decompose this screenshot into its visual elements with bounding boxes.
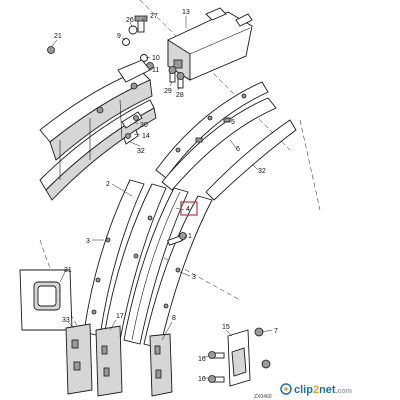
reference-line-right (299, 119, 321, 211)
curved-panel-3-outer (83, 179, 145, 337)
callout-11: 11 (152, 67, 159, 74)
washer-26 (128, 25, 138, 35)
svg-text:clip2net.com: clip2net.com (294, 384, 352, 396)
mount-bracket-15 (227, 329, 251, 387)
curved-panel-2 (103, 183, 167, 341)
callout-6: 6 (236, 146, 240, 153)
link-14 (123, 129, 139, 145)
callout-5: 5 (231, 119, 235, 126)
bolt-28 (176, 72, 185, 89)
link-30 (121, 111, 143, 129)
curved-guard-5 (155, 81, 269, 179)
callout-1: 1 (188, 233, 192, 240)
callout-17: 17 (116, 313, 124, 320)
curved-panel-4 (123, 187, 189, 345)
callout-32-upper: 32 (137, 148, 145, 155)
callout-15: 15 (222, 324, 230, 331)
callout-14: 14 (142, 133, 150, 140)
bolt-16 (208, 351, 225, 383)
bolt-27 (134, 15, 148, 33)
watermark-brand-left: clip (294, 384, 313, 396)
curved-guard-32 (205, 119, 297, 201)
callout-13: 13 (182, 9, 190, 16)
nut-7 (254, 327, 271, 369)
reference-line-lower (149, 249, 241, 301)
callout-8: 8 (172, 315, 176, 322)
lower-shield-17 (95, 325, 123, 397)
callout-31: 31 (64, 267, 72, 274)
callout-16-lower: 16 (198, 376, 206, 383)
drawing-code: ZX0460 (254, 394, 272, 400)
curved-panel-3-inner (143, 195, 213, 349)
watermark: clip2net.com (280, 383, 352, 396)
watermark-brand-right: net (319, 384, 336, 396)
callout-32-right: 32 (258, 168, 266, 175)
reference-line-upper (139, 0, 291, 151)
callout-33: 33 (62, 317, 70, 324)
bolt-1 (167, 232, 187, 246)
lower-shield-8 (149, 333, 173, 397)
side-panel-31 (19, 269, 73, 331)
upper-boom-arm (39, 59, 157, 201)
callout-10: 10 (152, 55, 160, 62)
callout-2: 2 (106, 181, 110, 188)
callout-7: 7 (274, 328, 278, 335)
watermark-logo-icon (280, 383, 292, 395)
watermark-brand-digit: 2 (313, 384, 319, 396)
callout-21: 21 (54, 33, 62, 40)
callout-3-right: 3 (192, 274, 196, 281)
callout-29: 29 (164, 88, 172, 95)
callout-9: 9 (117, 33, 121, 40)
callout-27: 27 (150, 13, 158, 20)
leader-lines (51, 16, 273, 379)
callout-26: 26 (126, 17, 134, 24)
watermark-brand-suffix: .com (336, 388, 352, 395)
callout-4: 4 (186, 206, 190, 213)
lower-shield-33 (65, 323, 93, 395)
nut-21 (47, 46, 55, 54)
callout-16-upper: 16 (198, 356, 206, 363)
callout-4-highlight (180, 201, 198, 216)
washer-9 (122, 38, 130, 46)
bracket-13 (167, 7, 253, 81)
bolt-29 (168, 66, 177, 83)
callout-30: 30 (140, 122, 148, 129)
callout-3-left: 3 (86, 238, 90, 245)
callout-28: 28 (176, 92, 184, 99)
watermark-logo-dot-icon (284, 387, 288, 391)
